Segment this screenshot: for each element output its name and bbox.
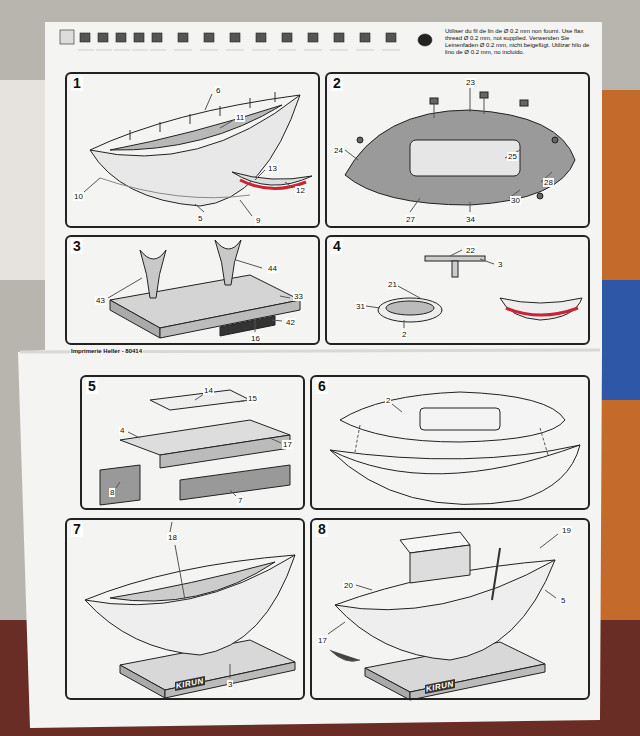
callout-number: 34 <box>465 215 476 224</box>
callout-number: 31 <box>355 302 366 311</box>
callout-number: 23 <box>465 78 476 87</box>
callout-number: 22 <box>465 246 476 255</box>
callout-number: 27 <box>405 215 416 224</box>
callout-number: 10 <box>73 192 84 201</box>
callout-number: 24 <box>333 146 344 155</box>
step-number: 1 <box>71 76 83 91</box>
step-number: 5 <box>86 379 98 394</box>
callout-number: 42 <box>285 318 296 327</box>
callout-number: 15 <box>247 394 258 403</box>
callout-number: 7 <box>237 496 243 505</box>
thread-note: Utiliser du fil de lin de Ø 0.2 mm non f… <box>445 28 595 56</box>
step-panel: 4 <box>325 235 590 345</box>
step8-final <box>328 532 558 700</box>
step5-deckhouse <box>100 390 290 505</box>
step-number: 2 <box>331 76 343 91</box>
callout-number: 17 <box>317 636 328 645</box>
callout-number: 20 <box>343 581 354 590</box>
step-number: 4 <box>331 239 343 254</box>
callout-number: 13 <box>267 164 278 173</box>
step-panel: 8 <box>310 518 590 700</box>
callout-number: 12 <box>295 186 306 195</box>
step-panel: 6 <box>310 375 590 510</box>
callout-number: 25 <box>507 152 518 161</box>
step4-dinghy <box>366 250 582 328</box>
step-panel: 7 <box>65 518 305 700</box>
step-panel: 3 <box>65 235 320 345</box>
callout-number: 5 <box>197 214 203 223</box>
callout-number: 3 <box>227 680 233 689</box>
step-number: 8 <box>316 522 328 537</box>
printer-line: Imprimerie Heller - 80414 <box>70 347 143 356</box>
callout-number: 11 <box>235 113 245 122</box>
step1-hull <box>84 92 312 216</box>
callout-number: 2 <box>385 396 391 405</box>
callout-number: 3 <box>497 260 503 269</box>
step-number: 7 <box>71 522 83 537</box>
callout-number: 2 <box>401 330 407 339</box>
callout-number: 9 <box>255 216 261 225</box>
step-panel: 1 <box>65 72 320 228</box>
callout-number: 33 <box>293 292 304 301</box>
callout-number: 14 <box>203 386 214 395</box>
paint-pots <box>60 30 432 50</box>
paper-sheet <box>18 22 602 728</box>
callout-number: 30 <box>510 196 521 205</box>
callout-number: 5 <box>560 596 566 605</box>
step-number: 3 <box>71 239 83 254</box>
callout-number: 4 <box>119 426 125 435</box>
callout-number: 18 <box>167 533 178 542</box>
callout-number: 21 <box>387 280 398 289</box>
callout-number: 8 <box>109 488 115 497</box>
step3-stand <box>108 240 300 338</box>
callout-number: 6 <box>215 86 221 95</box>
step-panel: 2 <box>325 72 590 228</box>
step6-join <box>330 392 580 504</box>
step-number: 6 <box>316 379 328 394</box>
callout-number: 19 <box>561 526 572 535</box>
callout-number: 17 <box>282 440 293 449</box>
step7-assembled <box>85 522 295 698</box>
callout-number: 28 <box>543 178 554 187</box>
callout-number: 16 <box>250 334 261 343</box>
callout-number: 43 <box>95 296 106 305</box>
callout-number: 44 <box>267 264 278 273</box>
step2-deck <box>345 88 575 212</box>
